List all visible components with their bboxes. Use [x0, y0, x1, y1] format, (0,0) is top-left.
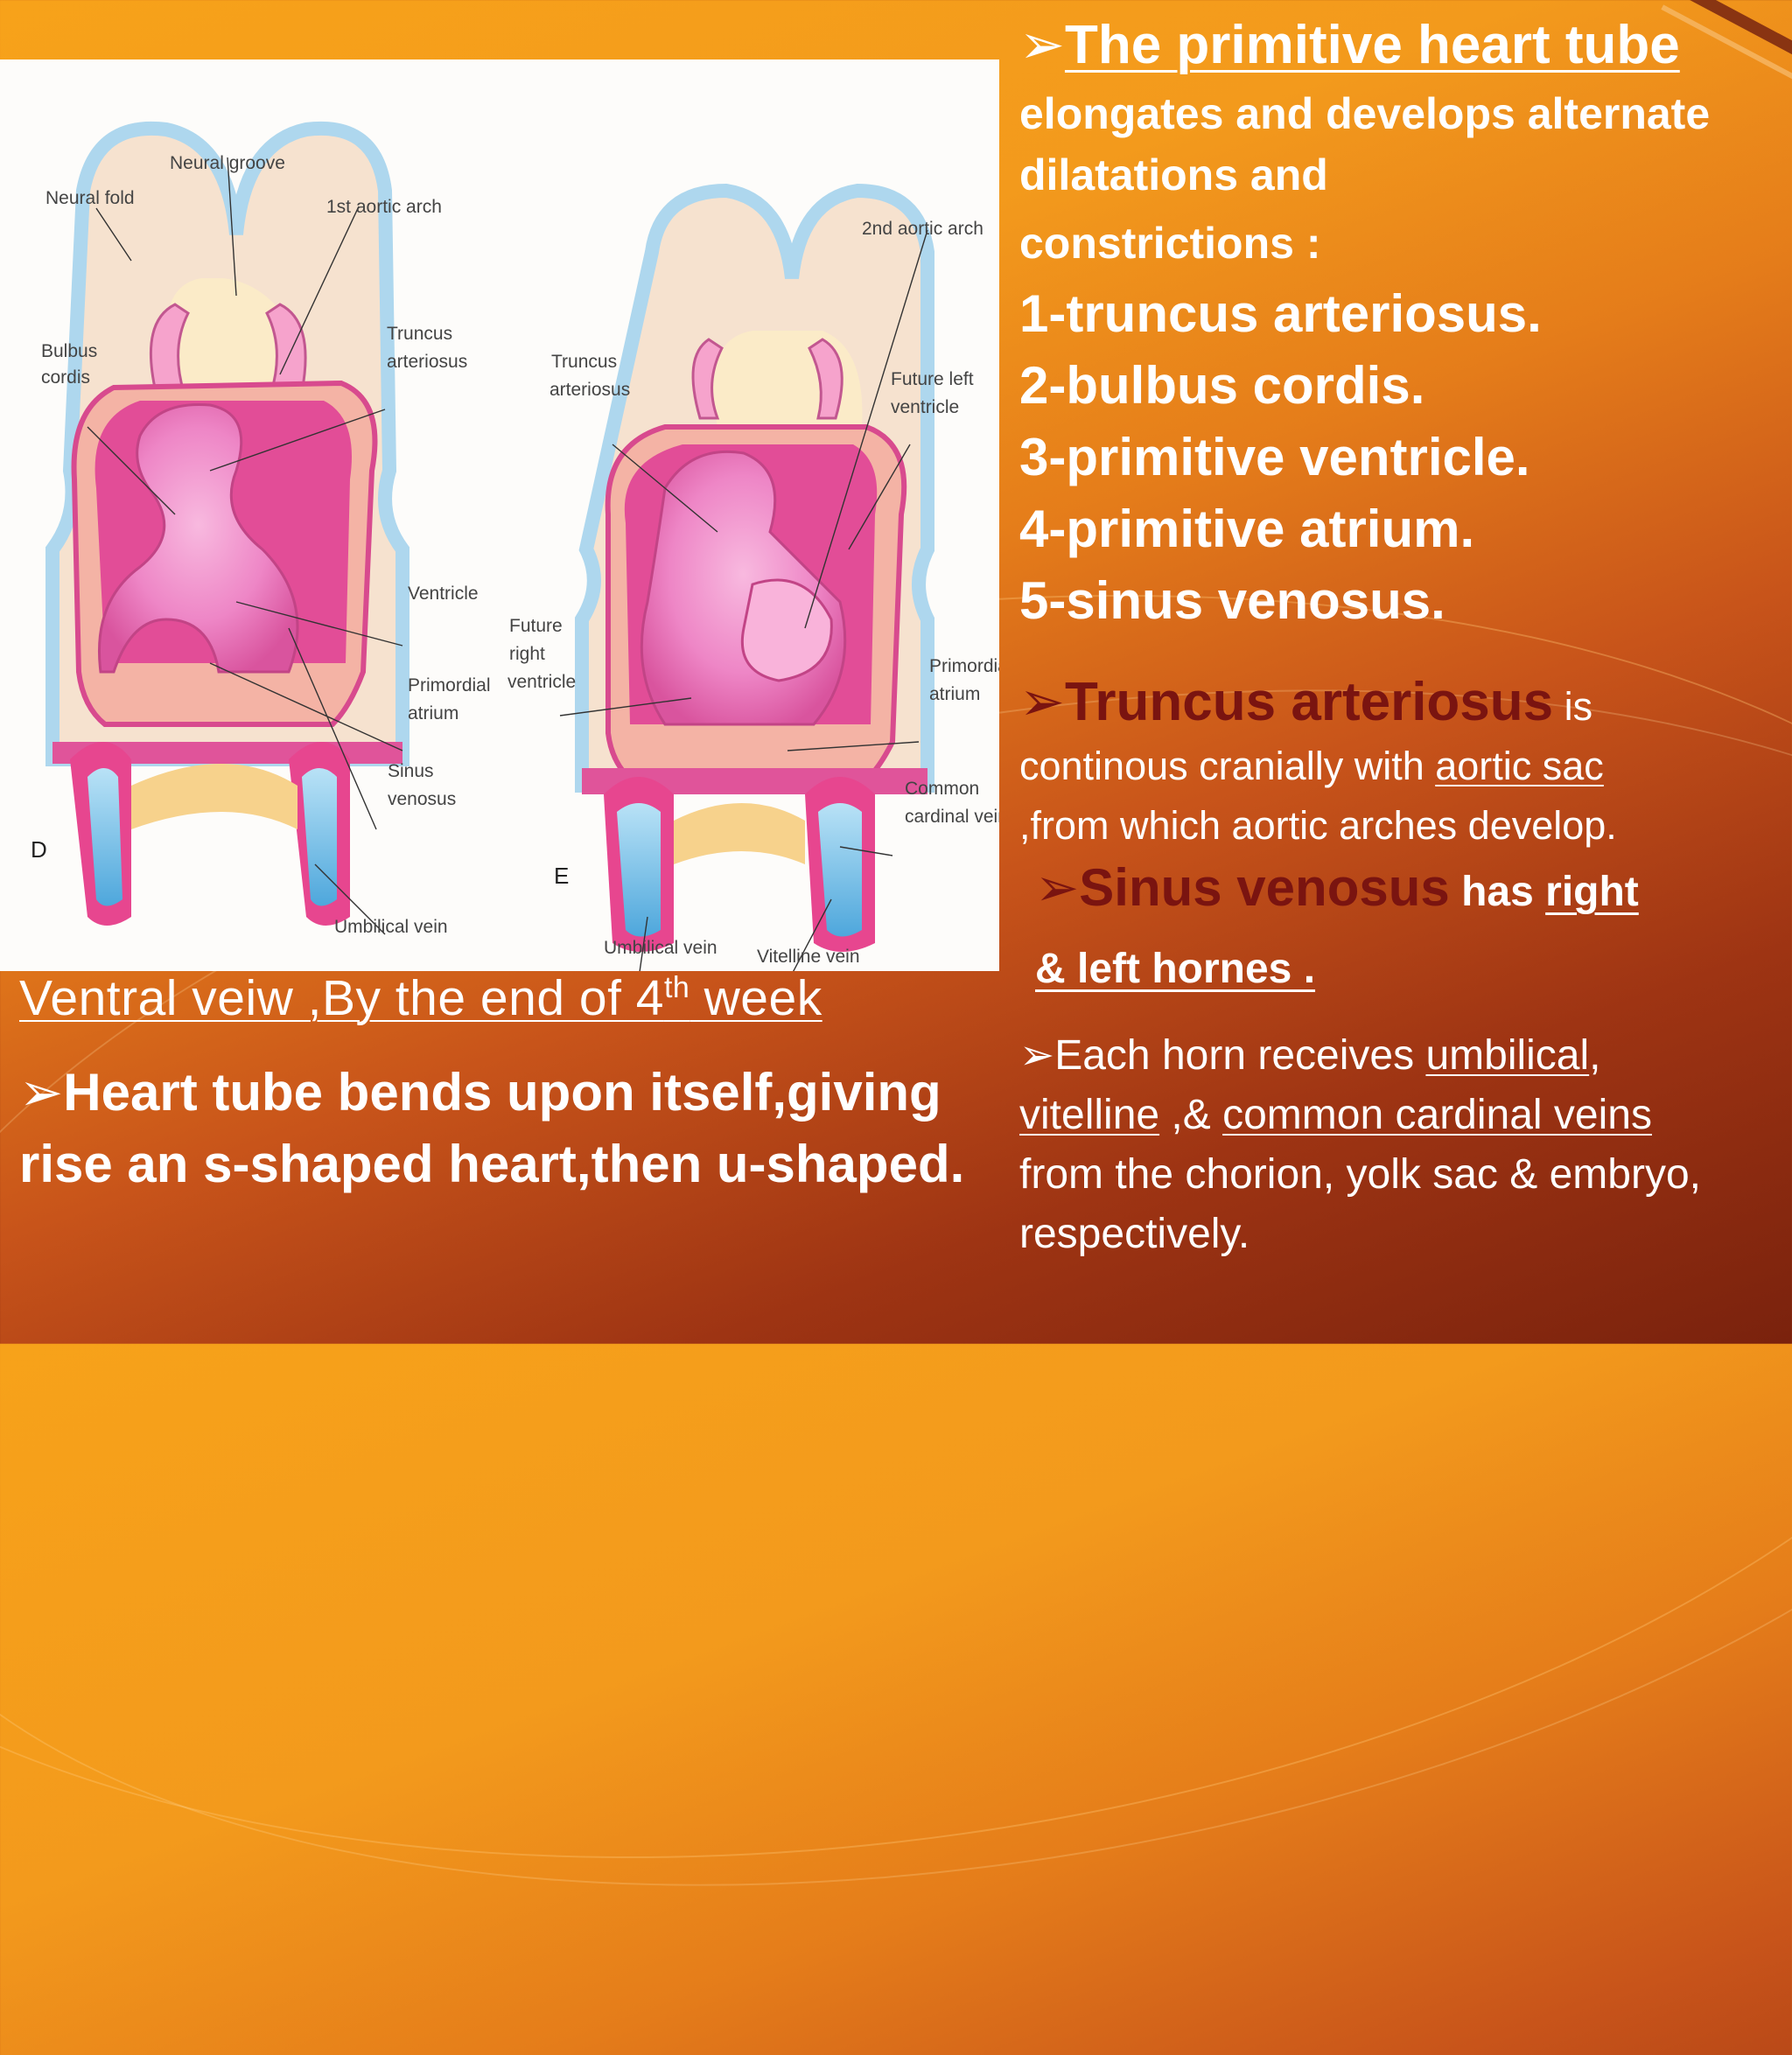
intro-text: elongates and develops alternate dilatat… [1019, 83, 1789, 274]
sinus-bullet: ➢Sinus venosus has right [1035, 857, 1792, 919]
horn-umbilical: umbilical [1425, 1032, 1590, 1079]
label-ventricle-d: Ventricle [408, 584, 479, 604]
label-primordial-e-1: Primordial [929, 656, 999, 676]
horn-common: common cardinal veins [1222, 1092, 1652, 1138]
label-arteriosus-e: arteriosus [550, 380, 630, 400]
sinus-has: has [1449, 869, 1546, 915]
horn-text2: from the chorion, yolk sac & embryo, res… [1019, 1151, 1701, 1257]
heart-tube-figure: Neural groove Neural fold 1st aortic arc… [0, 59, 999, 971]
truncus-is: is [1553, 684, 1593, 729]
aortic-sac-link: aortic sac [1435, 744, 1604, 788]
horn-comma: , [1589, 1032, 1601, 1079]
label-common-1: Common [905, 779, 979, 799]
truncus-bullet: ➢Truncus arteriosus is continous cranial… [1019, 672, 1789, 856]
label-umbilical-e: Umbilical vein [604, 938, 718, 958]
truncus-text1: continous cranially with [1019, 744, 1436, 788]
arrow-bullet-icon: ➢ [1019, 12, 1065, 76]
embryo-e-drawing [575, 183, 934, 952]
label-letter-d: D [31, 836, 47, 863]
label-neural-fold: Neural fold [46, 188, 135, 208]
list-item: 1-truncus arteriosus. [1019, 284, 1542, 343]
caption-superscript: th [663, 971, 690, 1004]
sinus-right: right [1545, 869, 1639, 915]
label-sinus-1: Sinus [388, 761, 434, 781]
label-primordial-d-2: atrium [408, 703, 458, 723]
truncus-term: Truncus arteriosus [1064, 672, 1554, 732]
label-sinus-2: venosus [388, 789, 456, 809]
arrow-bullet-icon: ➢ [1019, 1031, 1055, 1080]
arrow-bullet-icon: ➢ [1035, 857, 1080, 919]
label-truncus-d: Truncus [387, 324, 452, 344]
bend-bullet: ➢Heart tube bends upon itself,giving ris… [19, 1057, 982, 1200]
label-future-right-1: Future [509, 616, 563, 636]
sinus-term: Sinus venosus [1079, 858, 1450, 917]
title-text: The primitive heart tube [1064, 15, 1680, 75]
label-bulbus: Bulbus [41, 341, 97, 361]
list-item: 3-primitive ventricle. [1019, 428, 1530, 486]
horn-bullet: ➢Each horn receives umbilical, vitelline… [1019, 1025, 1789, 1264]
arrow-bullet-icon: ➢ [1019, 669, 1065, 733]
arrow-bullet-icon: ➢ [19, 1062, 64, 1123]
intro-last: constrictions : [1019, 219, 1321, 268]
list-item: 5-sinus venosus. [1019, 571, 1446, 630]
label-primordial-e-2: atrium [929, 684, 980, 704]
label-umbilical-d: Umbilical vein [334, 917, 448, 937]
label-common-2: cardinal vein [905, 807, 999, 827]
label-primordial-d-1: Primordial [408, 675, 491, 695]
dilatation-list: 1-truncus arteriosus. 2-bulbus cordis. 3… [1019, 278, 1789, 637]
leader-lines [87, 157, 928, 971]
label-future-right-3: ventricle [508, 672, 576, 692]
label-neural-groove: Neural groove [170, 153, 285, 173]
sinus-bullet-cont: & left hornes . [1035, 945, 1792, 993]
label-vitelline: Vitelline vein [757, 947, 860, 967]
label-ventricle-e: ventricle [891, 397, 959, 417]
list-item: 4-primitive atrium. [1019, 500, 1475, 558]
label-second-aortic-arch: 2nd aortic arch [862, 219, 984, 239]
list-item: 2-bulbus cordis. [1019, 356, 1425, 415]
label-first-aortic-arch: 1st aortic arch [326, 197, 442, 217]
label-arteriosus-d: arteriosus [387, 352, 467, 372]
caption-main: Ventral veiw ,By the end of 4 [19, 970, 664, 1026]
intro-line: elongates and develops alternate dilatat… [1019, 89, 1711, 199]
horn-and: ,& [1159, 1092, 1223, 1138]
bend-text: Heart tube bends upon itself,giving rise… [19, 1063, 965, 1193]
label-letter-e: E [554, 863, 569, 889]
label-truncus-e: Truncus [551, 352, 617, 372]
truncus-text2: ,from which aortic arches develop. [1019, 803, 1617, 848]
sinus-rest: & left hornes . [1035, 946, 1316, 992]
horn-text1: Each horn receives [1054, 1032, 1426, 1079]
horn-vitelline: vitelline [1019, 1092, 1160, 1138]
caption-end: week [690, 970, 822, 1026]
label-cordis: cordis [41, 367, 90, 388]
label-future-left: Future left [891, 369, 974, 389]
embryo-d-drawing [46, 121, 410, 926]
slide-title: ➢The primitive heart tube [1019, 12, 1789, 76]
figure-caption: Ventral veiw ,By the end of 4th week [19, 969, 822, 1027]
label-future-right-2: right [509, 644, 545, 664]
